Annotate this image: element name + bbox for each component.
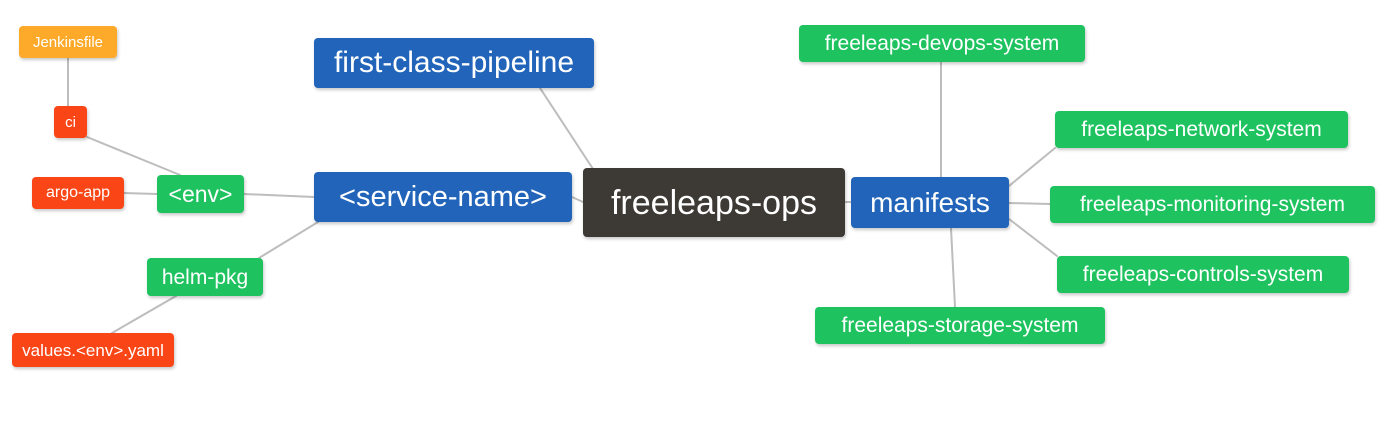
node-argo-app[interactable]: argo-app [32, 177, 124, 209]
node-jenkinsfile[interactable]: Jenkinsfile [19, 26, 117, 58]
node-service-name[interactable]: <service-name> [314, 172, 572, 222]
node-values-yaml[interactable]: values.<env>.yaml [12, 333, 174, 367]
node-monitoring-system[interactable]: freeleaps-monitoring-system [1050, 186, 1375, 223]
node-label-storage-system: freeleaps-storage-system [841, 314, 1079, 337]
node-label-env: <env> [168, 180, 233, 207]
node-controls-system[interactable]: freeleaps-controls-system [1057, 256, 1349, 293]
node-label-helm-pkg: helm-pkg [161, 265, 249, 289]
node-env[interactable]: <env> [157, 175, 244, 213]
node-label-monitoring-system: freeleaps-monitoring-system [1080, 193, 1345, 216]
node-freeleaps-ops[interactable]: freeleaps-ops [583, 168, 845, 237]
node-label-controls-system: freeleaps-controls-system [1082, 263, 1324, 286]
node-manifests[interactable]: manifests [851, 177, 1009, 228]
node-network-system[interactable]: freeleaps-network-system [1055, 111, 1348, 148]
edge-env-to-ci [86, 136, 181, 176]
node-label-manifests: manifests [870, 186, 990, 218]
edge-manifests-to-monitoring-system [1008, 202, 1051, 205]
edge-freeleaps-ops-to-service-name [571, 196, 584, 203]
edge-env-to-argo-app [123, 192, 158, 195]
edge-helm-pkg-to-values-yaml [111, 295, 177, 334]
edge-manifests-to-storage-system [950, 227, 956, 308]
node-label-jenkinsfile: Jenkinsfile [32, 33, 104, 51]
node-ci[interactable]: ci [54, 106, 87, 138]
node-devops-system[interactable]: freeleaps-devops-system [799, 25, 1085, 62]
edge-service-name-to-env [243, 193, 315, 198]
node-label-devops-system: freeleaps-devops-system [824, 32, 1060, 55]
node-label-network-system: freeleaps-network-system [1081, 118, 1322, 141]
edge-manifests-to-controls-system [1008, 218, 1058, 257]
edge-service-name-to-helm-pkg [258, 221, 319, 259]
node-label-service-name: <service-name> [339, 180, 547, 213]
node-helm-pkg[interactable]: helm-pkg [147, 258, 263, 296]
node-first-class-pipeline[interactable]: first-class-pipeline [314, 38, 594, 88]
edge-manifests-to-network-system [1008, 147, 1056, 187]
node-label-first-class-pipeline: first-class-pipeline [333, 46, 575, 79]
edge-freeleaps-ops-to-first-class-pipeline [539, 87, 596, 173]
node-storage-system[interactable]: freeleaps-storage-system [815, 307, 1105, 344]
node-label-freeleaps-ops: freeleaps-ops [610, 183, 817, 222]
node-label-values-yaml: values.<env>.yaml [22, 340, 164, 360]
node-label-argo-app: argo-app [45, 184, 111, 201]
node-label-ci: ci [65, 113, 76, 131]
